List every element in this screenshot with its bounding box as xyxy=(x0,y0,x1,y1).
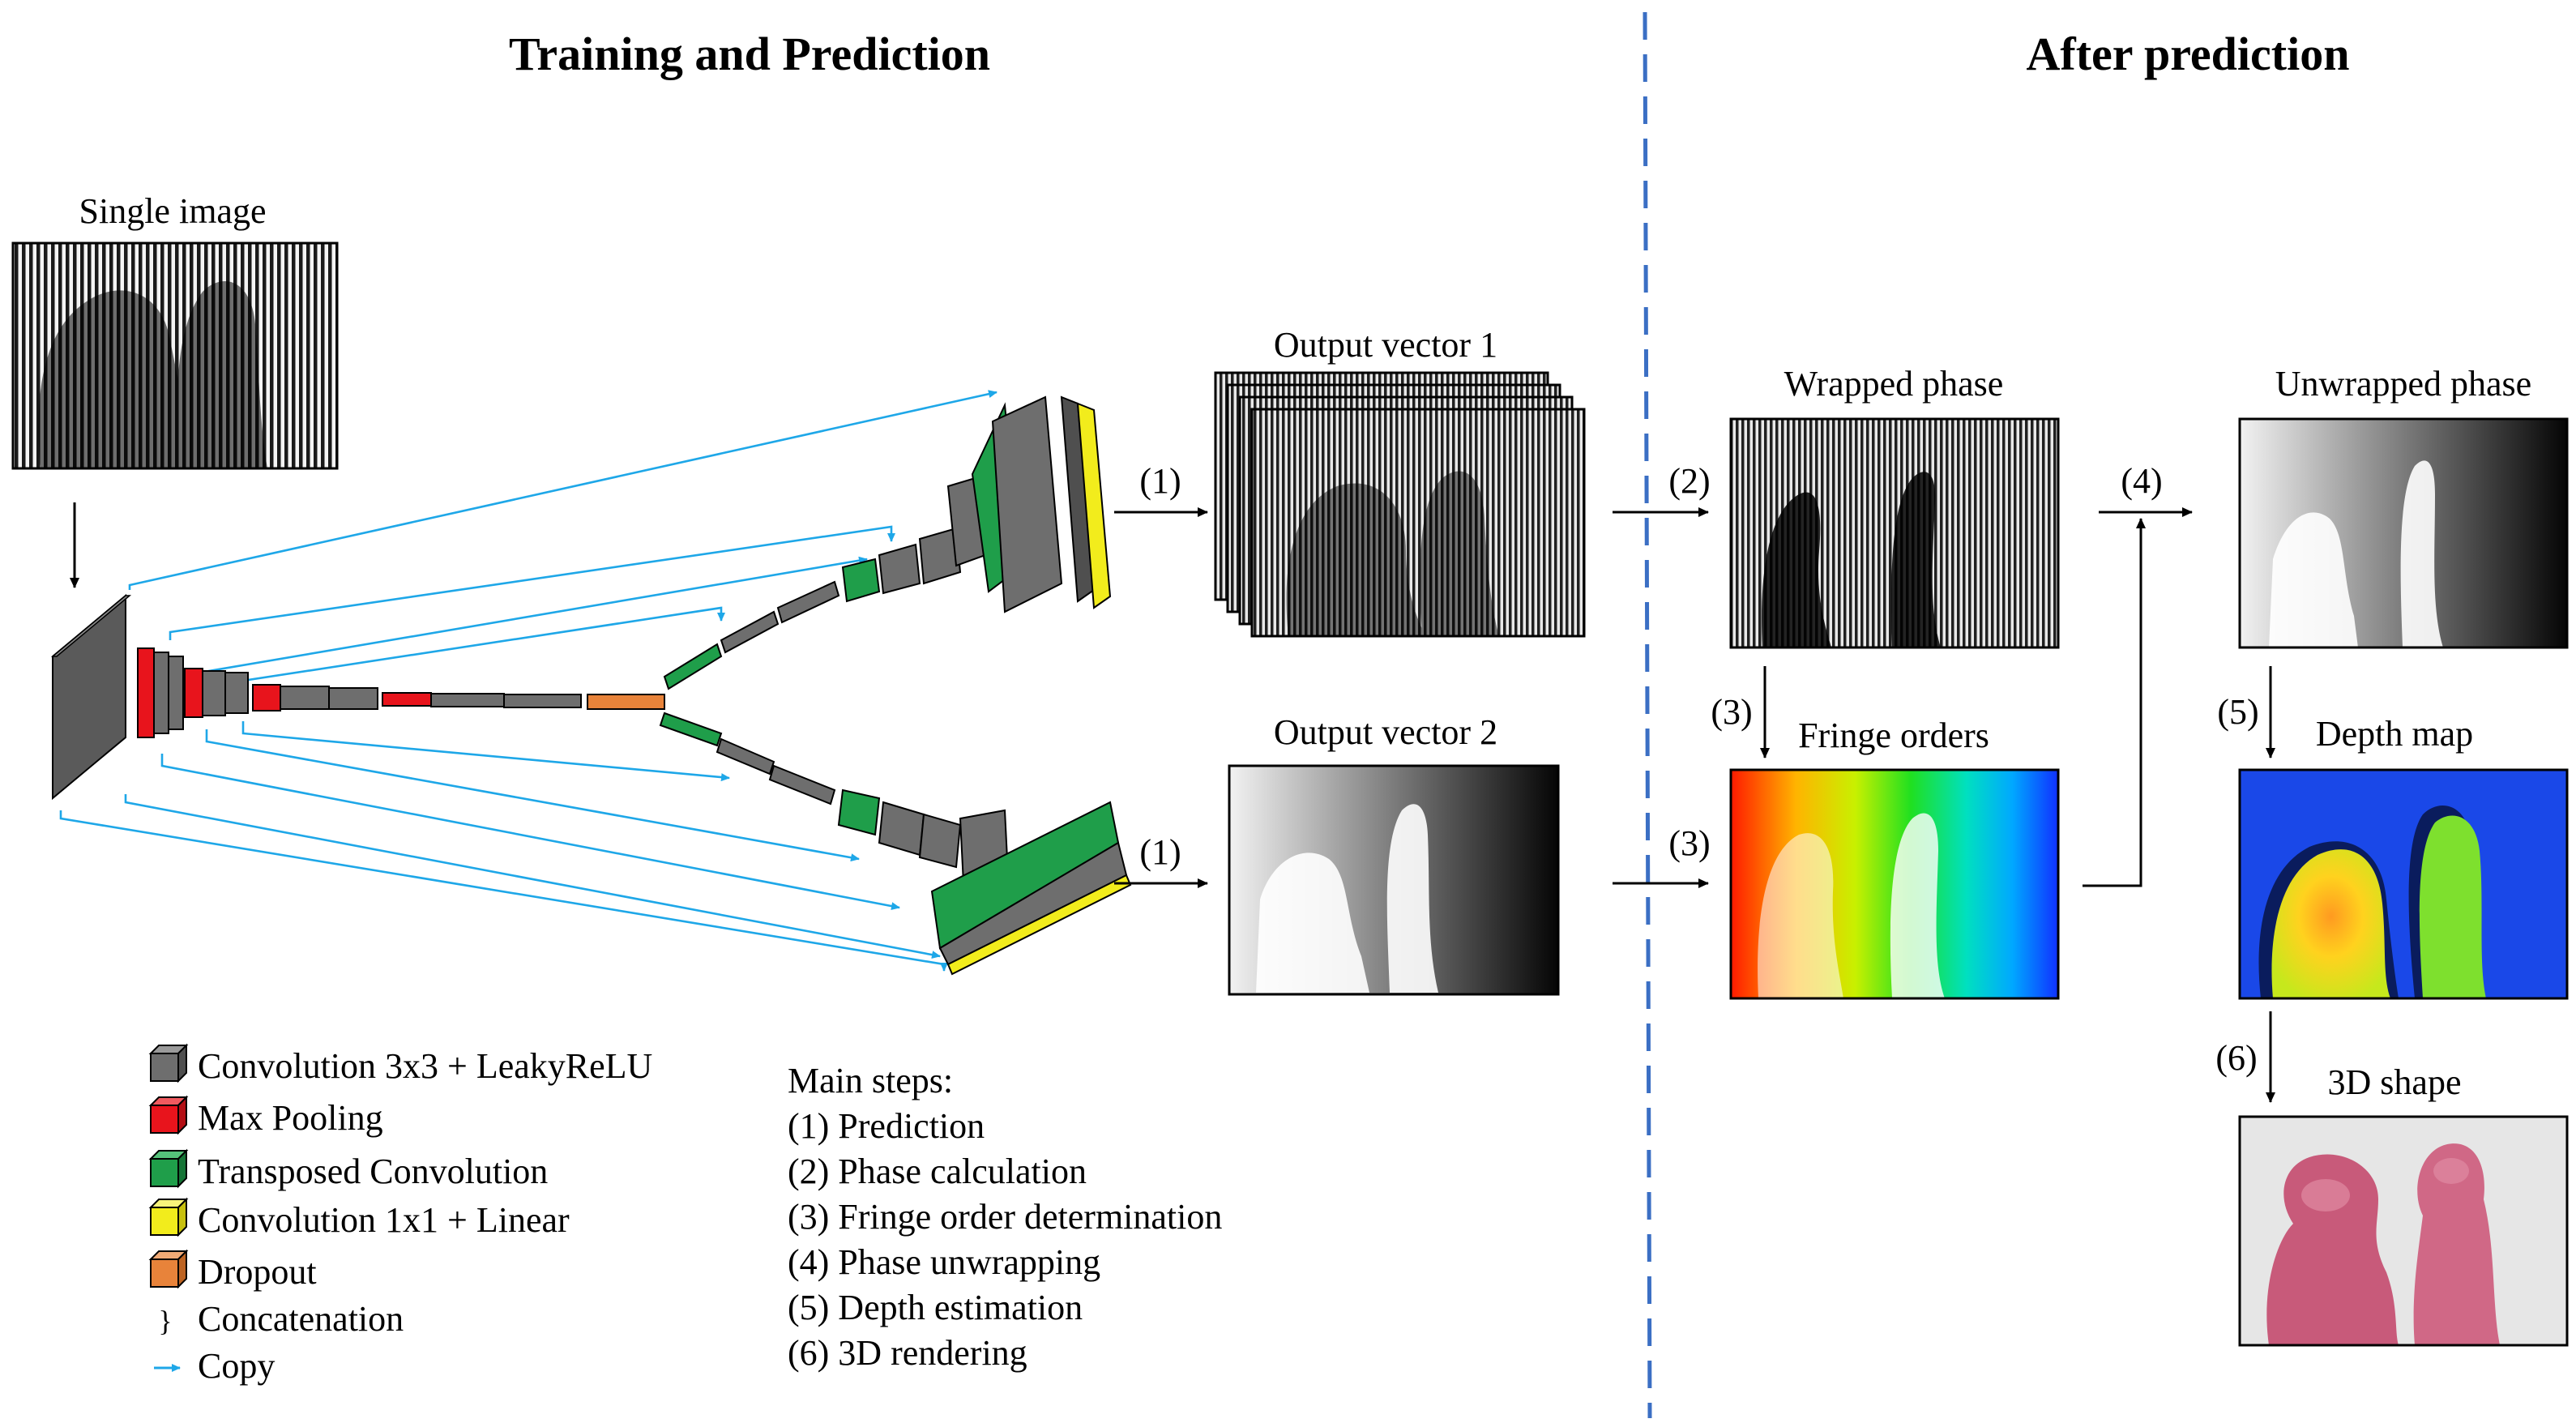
output-vector-1-stack xyxy=(1214,371,1586,638)
step-4: (4) Phase unwrapping xyxy=(788,1242,1100,1282)
arrow-2-label: (2) xyxy=(1668,461,1710,501)
output-vector-2-label: Output vector 2 xyxy=(1274,712,1497,752)
legend-item-conv1x1: Convolution 1x1 + Linear xyxy=(148,1197,570,1240)
section-divider xyxy=(1643,11,1652,1419)
arrow-6-label: (6) xyxy=(2215,1038,2257,1078)
legend-item-conv3x3: Convolution 3x3 + LeakyReLU xyxy=(148,1043,652,1086)
network-architecture xyxy=(50,390,1132,976)
depth-map-image xyxy=(2238,768,2569,1000)
legend-label-concatenation: Concatenation xyxy=(198,1299,404,1339)
legend-label-dropout: Dropout xyxy=(198,1252,317,1292)
legend-item-dropout: Dropout xyxy=(148,1249,317,1292)
output-vector-2 xyxy=(1228,764,1560,996)
arrow-4-label: (4) xyxy=(2121,461,2162,501)
legend-item-transposed-conv: Transposed Convolution xyxy=(148,1148,548,1191)
step-1: (1) Prediction xyxy=(788,1106,985,1146)
arrow-4-path xyxy=(2083,518,2146,887)
legend-label-transposed-conv: Transposed Convolution xyxy=(198,1152,548,1191)
step-5: (5) Depth estimation xyxy=(788,1288,1083,1327)
arrow-3-right-label: (3) xyxy=(1668,823,1710,863)
legend-label-max-pooling: Max Pooling xyxy=(198,1098,383,1138)
arrow-5-label: (5) xyxy=(2217,692,2258,732)
concatenation-icon: } xyxy=(158,1305,172,1337)
depth-map-label: Depth map xyxy=(2316,714,2473,754)
wrapped-phase-image xyxy=(1729,417,2060,649)
single-image xyxy=(11,241,339,470)
arrow-1-top-label: (1) xyxy=(1139,461,1181,501)
legend-label-copy: Copy xyxy=(198,1346,275,1386)
left-section-title: Training and Prediction xyxy=(509,28,990,80)
output-vector-1-label: Output vector 1 xyxy=(1274,325,1497,365)
legend-item-max-pooling: Max Pooling xyxy=(148,1095,383,1138)
step-3: (3) Fringe order determination xyxy=(788,1197,1222,1237)
main-steps: Main steps: (1) Prediction (2) Phase cal… xyxy=(788,1061,1222,1373)
step-6: (6) 3D rendering xyxy=(788,1333,1027,1373)
legend-label-conv1x1: Convolution 1x1 + Linear xyxy=(198,1200,570,1240)
fringe-orders-image xyxy=(1729,768,2060,1000)
legend-item-concatenation: } Concatenation xyxy=(158,1299,404,1339)
fringe-orders-label: Fringe orders xyxy=(1798,716,1989,755)
legend: Convolution 3x3 + LeakyReLU Max Pooling … xyxy=(148,1043,652,1386)
encoder-blocks xyxy=(137,647,665,738)
legend-item-copy: Copy xyxy=(154,1346,275,1386)
unwrapped-phase-label: Unwrapped phase xyxy=(2275,364,2531,404)
decoder-1 xyxy=(663,395,1112,690)
decoder-2 xyxy=(659,712,1132,976)
wrapped-phase-label: Wrapped phase xyxy=(1784,364,2004,404)
arrow-3-down-label: (3) xyxy=(1711,692,1752,732)
copy-connections xyxy=(59,390,998,972)
3d-shape-image xyxy=(2238,1115,2569,1347)
legend-label-conv3x3: Convolution 3x3 + LeakyReLU xyxy=(198,1046,652,1086)
3d-shape-label: 3D shape xyxy=(2328,1062,2462,1102)
arrow-1-bottom-label: (1) xyxy=(1139,832,1181,872)
step-2: (2) Phase calculation xyxy=(788,1152,1087,1191)
single-image-label: Single image xyxy=(79,191,267,231)
right-section-title: After prediction xyxy=(2027,28,2350,80)
main-steps-heading: Main steps: xyxy=(788,1061,953,1100)
unwrapped-phase-image xyxy=(2238,417,2569,649)
